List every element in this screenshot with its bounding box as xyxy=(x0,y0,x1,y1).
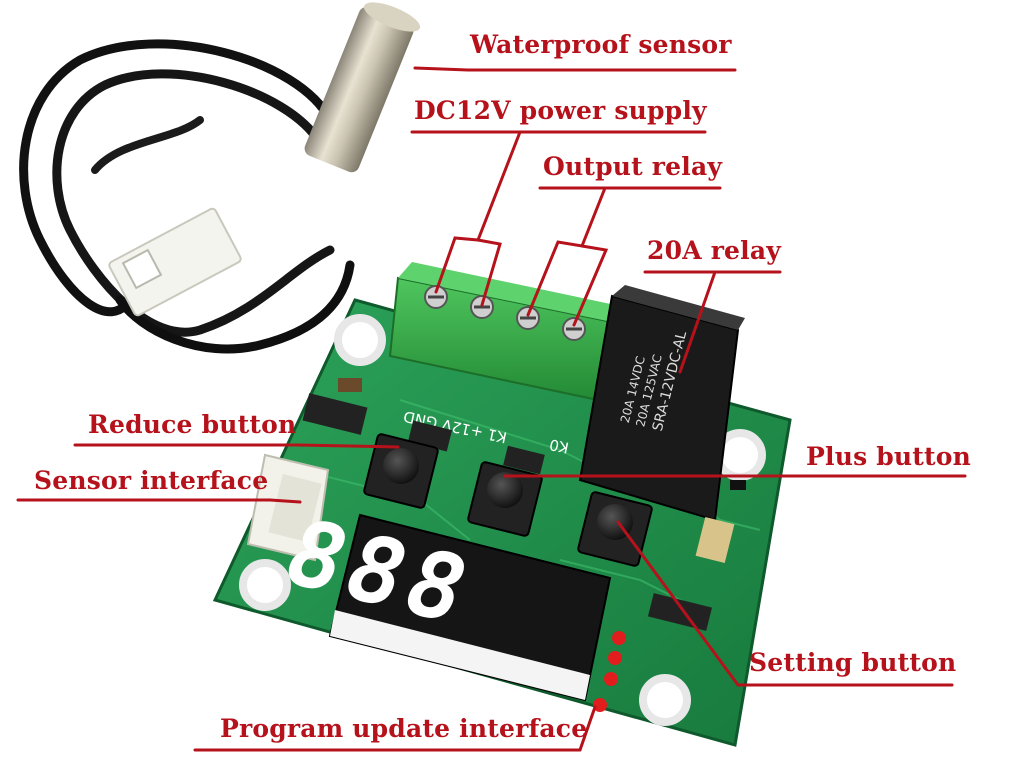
annotation-lines xyxy=(16,66,967,752)
relay-20a xyxy=(578,285,745,522)
reduce-button[interactable] xyxy=(363,433,439,509)
label-output-relay: Output relay xyxy=(543,152,723,181)
label-program-update-interface: Program update interface xyxy=(220,714,588,743)
program-update-pins xyxy=(593,631,626,712)
label-reduce-button: Reduce button xyxy=(88,410,297,439)
mounting-hole xyxy=(239,314,766,726)
label-20a-relay: 20A relay xyxy=(647,236,781,265)
sensor-cable xyxy=(19,39,355,354)
plus-button[interactable] xyxy=(467,461,543,537)
label-sensor-interface: Sensor interface xyxy=(34,466,269,495)
label-waterproof-sensor: Waterproof sensor xyxy=(470,30,732,59)
sensor-connector xyxy=(108,207,242,317)
label-setting-button: Setting button xyxy=(749,648,957,677)
label-plus-button: Plus button xyxy=(806,442,972,471)
k0-silkscreen: K0 xyxy=(548,435,571,457)
label-dc12v-power-supply: DC12V power supply xyxy=(414,96,707,125)
sensor-interface-connector xyxy=(246,453,330,562)
relay-print: 20A 14VDC 20A 125VAC SRA-12VDC-AL xyxy=(618,329,690,432)
screw-terminal-block xyxy=(388,262,620,402)
sensor-probe xyxy=(304,2,421,173)
